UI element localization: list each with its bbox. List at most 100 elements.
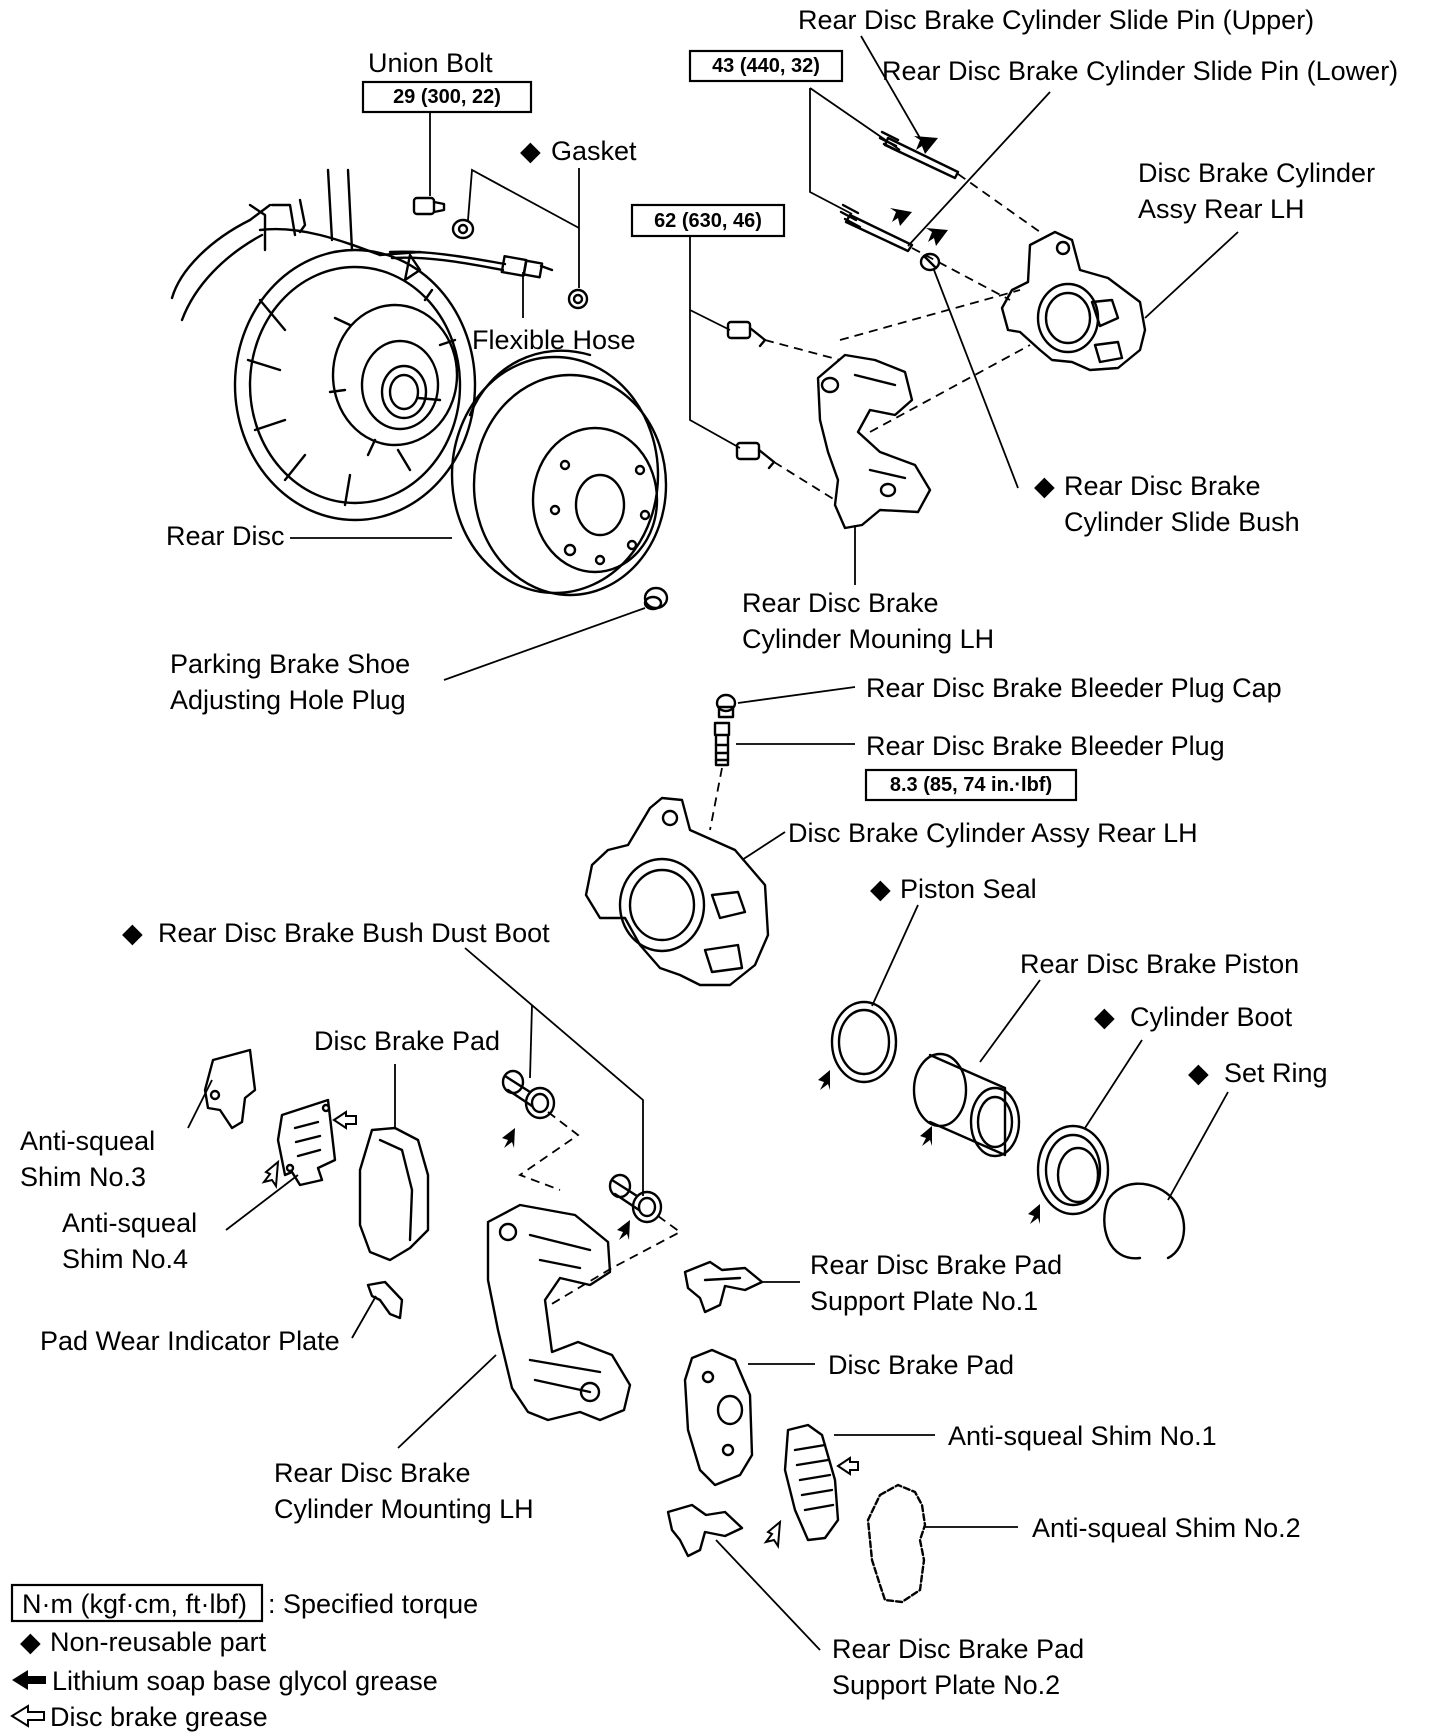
label-slide-pin-lower: Rear Disc Brake Cylinder Slide Pin (Lowe… bbox=[882, 56, 1398, 86]
solid-arrow-icon bbox=[617, 1220, 630, 1240]
support-plate1-drawing bbox=[683, 1260, 764, 1314]
label-cylinder-assy-top-line1: Disc Brake Cylinder bbox=[1138, 158, 1375, 188]
label-slide-bush-line1: Rear Disc Brake bbox=[1064, 471, 1261, 501]
label-slide-bush-line2: Cylinder Slide Bush bbox=[1064, 507, 1300, 537]
flexible-hose-drawing bbox=[388, 250, 554, 279]
non-reusable-icon: ◆ bbox=[870, 874, 891, 904]
label-mounting-bottom-line1: Rear Disc Brake bbox=[274, 1458, 471, 1488]
legend-disc-grease-text: Disc brake grease bbox=[50, 1702, 268, 1732]
caliper-top-drawing bbox=[1000, 230, 1147, 372]
label-slide-pin-upper: Rear Disc Brake Cylinder Slide Pin (Uppe… bbox=[798, 5, 1314, 35]
dust-boot-lower-drawing bbox=[608, 1173, 663, 1224]
torque-box-mounting-bolts bbox=[630, 203, 786, 238]
label-cylinder-assy-top-line2: Assy Rear LH bbox=[1138, 194, 1305, 224]
label-shim3-line2: Shim No.3 bbox=[20, 1162, 146, 1192]
label-shim4-line1: Anti-squeal bbox=[62, 1208, 197, 1238]
label-support2-line2: Support Plate No.2 bbox=[832, 1670, 1060, 1700]
shim2-drawing bbox=[866, 1483, 927, 1604]
solid-arrow-icon bbox=[920, 1126, 932, 1146]
parking-hole-plug-drawing bbox=[643, 586, 669, 611]
label-pad-wear-plate: Pad Wear Indicator Plate bbox=[40, 1326, 340, 1356]
label-set-ring: Set Ring bbox=[1224, 1058, 1328, 1088]
slide-pin-lower-drawing bbox=[839, 203, 914, 253]
solid-arrow-icon bbox=[502, 1128, 515, 1148]
open-arrow-icon bbox=[332, 1110, 357, 1130]
label-support1-line2: Support Plate No.1 bbox=[810, 1286, 1038, 1316]
label-mounting-top-line2: Cylinder Mouning LH bbox=[742, 624, 994, 654]
label-support2-line1: Rear Disc Brake Pad bbox=[832, 1634, 1084, 1664]
torque-mounting-bolts: 62 (630, 46) bbox=[654, 210, 762, 232]
label-mounting-top-line1: Rear Disc Brake bbox=[742, 588, 939, 618]
non-reusable-icon: ◆ bbox=[1188, 1058, 1209, 1088]
mounting-bottom-drawing bbox=[486, 1203, 632, 1422]
label-support1-line1: Rear Disc Brake Pad bbox=[810, 1250, 1062, 1280]
torque-box-union-bolt bbox=[361, 80, 533, 114]
label-gasket: Gasket bbox=[551, 136, 637, 166]
legend-unit-desc: : Specified torque bbox=[268, 1589, 478, 1619]
legend-lithium-text: Lithium soap base glycol grease bbox=[52, 1666, 438, 1696]
caliper-middle-drawing bbox=[584, 796, 770, 987]
non-reusable-icon: ◆ bbox=[1034, 471, 1055, 501]
torque-bleeder-plug: 8.3 (85, 74 in.·lbf) bbox=[890, 774, 1052, 796]
label-shim3-line1: Anti-squeal bbox=[20, 1126, 155, 1156]
support-plate2-drawing bbox=[666, 1503, 744, 1558]
label-parking-plug-line2: Adjusting Hole Plug bbox=[170, 685, 406, 715]
torque-box-slide-pins bbox=[688, 49, 844, 83]
solid-arrow-icon bbox=[1028, 1204, 1040, 1224]
label-cylinder-boot: Cylinder Boot bbox=[1130, 1002, 1293, 1032]
label-shim1: Anti-squeal Shim No.1 bbox=[948, 1421, 1217, 1451]
union-bolt-drawing bbox=[412, 196, 446, 216]
legend-unit-box-text: N·m (kgf·cm, ft·lbf) bbox=[22, 1589, 247, 1619]
torque-box-bleeder-plug bbox=[864, 768, 1078, 802]
gasket-upper-drawing bbox=[451, 218, 475, 240]
non-reusable-icon: ◆ bbox=[122, 918, 143, 948]
cylinder-boot-drawing bbox=[1036, 1124, 1110, 1216]
label-flexible-hose: Flexible Hose bbox=[472, 325, 636, 355]
open-arrow-icon bbox=[763, 1519, 782, 1549]
hub-backing-plate-drawing bbox=[170, 168, 477, 522]
mounting-bolt-upper-drawing bbox=[726, 320, 767, 348]
label-parking-plug-line1: Parking Brake Shoe bbox=[170, 649, 410, 679]
label-mounting-bottom-line2: Cylinder Mounting LH bbox=[274, 1494, 534, 1524]
label-disc-pad-right: Disc Brake Pad bbox=[828, 1350, 1014, 1380]
solid-arrow-icon bbox=[818, 1070, 830, 1090]
legend-torque-box bbox=[10, 1583, 264, 1623]
mounting-top-drawing bbox=[816, 353, 932, 530]
non-reusable-icon: ◆ bbox=[520, 136, 541, 166]
label-union-bolt: Union Bolt bbox=[368, 48, 493, 78]
label-piston: Rear Disc Brake Piston bbox=[1020, 949, 1299, 979]
non-reusable-icon: ◆ bbox=[1094, 1002, 1115, 1032]
solid-arrow-icon bbox=[926, 228, 948, 246]
gasket-lower-drawing bbox=[567, 288, 589, 310]
label-bush-dust-boot: Rear Disc Brake Bush Dust Boot bbox=[158, 918, 550, 948]
solid-arrow-icon bbox=[890, 208, 912, 226]
slide-bush-drawing bbox=[919, 252, 941, 272]
bleeder-plug-drawing bbox=[713, 721, 731, 767]
torque-union-bolt: 29 (300, 22) bbox=[393, 86, 501, 108]
piston-seal-drawing bbox=[830, 1000, 898, 1084]
label-rear-disc: Rear Disc bbox=[166, 521, 285, 551]
label-bleeder-plug: Rear Disc Brake Bleeder Plug bbox=[866, 731, 1225, 761]
rear-disc-drawing bbox=[450, 349, 668, 597]
label-piston-seal: Piston Seal bbox=[900, 874, 1037, 904]
solid-grease-arrows bbox=[502, 136, 1040, 1240]
mounting-bolt-lower-drawing bbox=[735, 441, 776, 470]
pad-wear-plate-drawing bbox=[366, 1280, 404, 1320]
solid-arrow-icon bbox=[914, 136, 938, 154]
shim1-drawing bbox=[783, 1423, 840, 1542]
disc-pad-left-drawing bbox=[358, 1126, 430, 1262]
legend-solid-arrow-icon bbox=[12, 1670, 46, 1690]
label-cylinder-assy-mid: Disc Brake Cylinder Assy Rear LH bbox=[788, 818, 1198, 848]
torque-slide-pins: 43 (440, 32) bbox=[712, 55, 820, 77]
label-shim4-line2: Shim No.4 bbox=[62, 1244, 188, 1274]
label-bleeder-cap: Rear Disc Brake Bleeder Plug Cap bbox=[866, 673, 1282, 703]
shim4-drawing bbox=[276, 1098, 337, 1187]
bleeder-cap-drawing bbox=[715, 693, 737, 719]
set-ring-drawing bbox=[1103, 1182, 1186, 1260]
label-disc-pad-left: Disc Brake Pad bbox=[314, 1026, 500, 1056]
legend-non-reusable-text: Non-reusable part bbox=[50, 1627, 267, 1657]
open-arrow-icon bbox=[261, 1159, 280, 1189]
legend-open-arrow-icon bbox=[10, 1704, 45, 1728]
alignment-lines bbox=[518, 173, 1041, 1306]
